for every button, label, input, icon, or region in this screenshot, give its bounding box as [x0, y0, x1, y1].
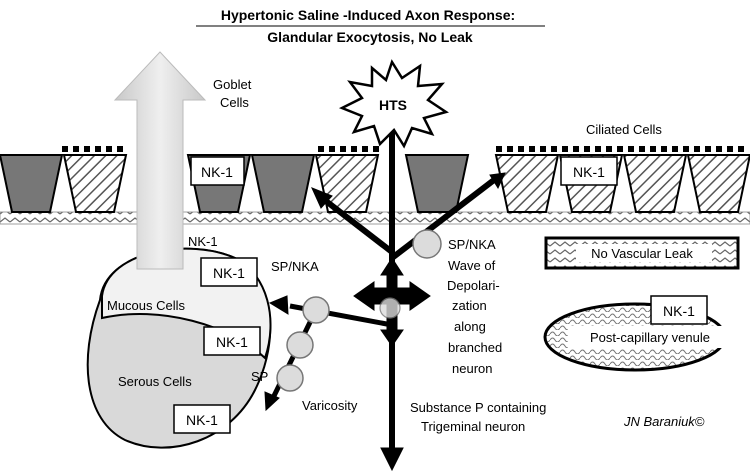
wave-label-line: Depolari- — [447, 278, 500, 293]
ciliated-cell — [62, 154, 128, 213]
sp-label: SP — [251, 369, 268, 384]
wave-label-line: zation — [452, 298, 487, 313]
wave-label: Wave of Depolari- zation along branched … — [447, 258, 502, 376]
nk1-label: NK-1 — [201, 164, 233, 180]
nk1-receptor-box — [203, 326, 261, 356]
nk1-receptor-box — [650, 295, 708, 325]
mucous-cells-label: Mucous Cells — [107, 298, 186, 313]
hts-label: HTS — [379, 97, 407, 113]
varicosity — [302, 296, 330, 324]
axon-branch-arrowhead — [268, 295, 289, 315]
wave-label-line: branched — [448, 340, 502, 355]
no-vascular-leak-label: No Vascular Leak — [591, 246, 693, 261]
leak-label-bg — [576, 244, 712, 262]
goblet-cell — [0, 154, 64, 213]
title-line-1: Hypertonic Saline -Induced Axon Response… — [221, 7, 515, 23]
neuron-label-line-1: Substance P containing — [410, 400, 546, 415]
epithelial-cells — [0, 154, 750, 213]
nk1-label: NK-1 — [186, 412, 218, 428]
goblet-label-line-1: Goblet — [213, 77, 252, 92]
nk1-receptor-box — [173, 404, 231, 434]
basement-membrane — [0, 211, 750, 225]
ciliated-cell — [494, 154, 560, 213]
sp-nka-label: SP/NKA — [271, 259, 319, 274]
title-line-2: Glandular Exocytosis, No Leak — [267, 29, 473, 45]
serous-cells-label: Serous Cells — [118, 374, 192, 389]
nk1-label: NK-1 — [573, 164, 605, 180]
varicosity-label: Varicosity — [302, 398, 358, 413]
varicosity — [412, 229, 442, 259]
ciliated-cell — [622, 154, 688, 213]
wave-label-line: neuron — [452, 361, 492, 376]
varicosity — [379, 297, 401, 319]
ciliated-cells-label: Ciliated Cells — [586, 122, 662, 137]
axon-branch-arrowhead — [489, 172, 506, 190]
nk1-label: NK-1 — [216, 334, 248, 350]
nk1-free-label: NK-1 — [188, 234, 218, 249]
author-credit: JN Baraniuk© — [623, 414, 705, 429]
goblet-cell — [250, 154, 316, 213]
secretion-arrow — [113, 51, 207, 270]
venule-label-bg — [568, 326, 734, 348]
axon-branch-arrowhead — [311, 187, 333, 209]
axon-branch — [390, 177, 496, 261]
neuron-label-line-2: Trigeminal neuron — [421, 419, 525, 434]
nk1-receptor-box — [190, 156, 245, 186]
hts-starburst — [338, 59, 449, 149]
axon-arrowhead — [380, 447, 404, 472]
venule-label: Post-capillary venule — [590, 330, 710, 345]
varicosity — [276, 364, 304, 392]
goblet-label-line-2: Cells — [220, 95, 249, 110]
ciliated-cell — [686, 154, 750, 213]
varicosity — [286, 331, 314, 359]
nk1-receptor-box — [200, 257, 258, 287]
wave-label-line: along — [454, 319, 486, 334]
sp-nka-label: SP/NKA — [448, 237, 496, 252]
nk1-label: NK-1 — [663, 303, 695, 319]
nk1-receptor-box — [560, 156, 618, 186]
wave-label-line: Wave of — [448, 258, 496, 273]
axon-branch — [320, 195, 394, 255]
varicosity-arrowhead — [264, 391, 280, 412]
nk1-label: NK-1 — [213, 265, 245, 281]
